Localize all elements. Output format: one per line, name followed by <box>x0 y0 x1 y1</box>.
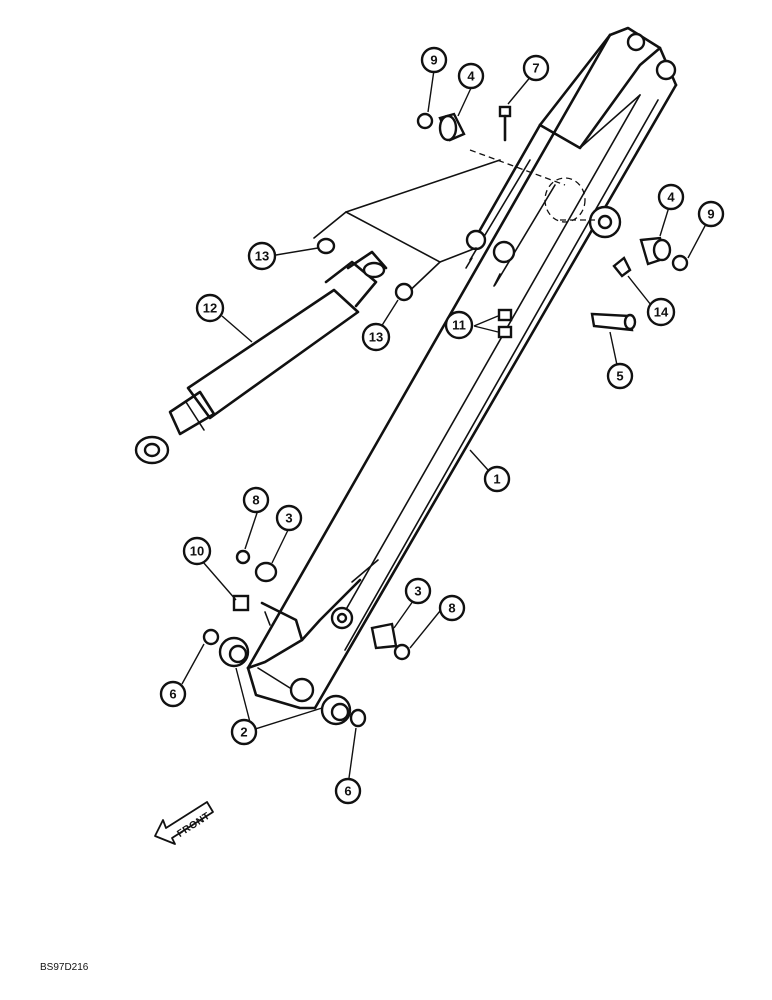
callout-12: 12 <box>195 293 225 323</box>
callout-8-left: 8 <box>242 486 270 514</box>
reference-code: BS97D216 <box>40 962 89 973</box>
front-label: FRONT <box>175 811 212 840</box>
callout-11: 11 <box>444 310 474 340</box>
dipper-arm <box>246 26 678 710</box>
svg-text:4: 4 <box>467 69 475 84</box>
svg-text:5: 5 <box>616 369 623 384</box>
front-direction-arrow: FRONT <box>154 801 214 845</box>
svg-text:14: 14 <box>654 305 669 320</box>
callout-6-left: 6 <box>159 680 187 708</box>
callout-6-bottom: 6 <box>334 777 362 805</box>
svg-text:1: 1 <box>493 472 500 487</box>
svg-text:8: 8 <box>252 493 259 508</box>
callout-13-bottom: 13 <box>361 322 391 352</box>
callout-5: 5 <box>606 362 634 390</box>
svg-text:8: 8 <box>448 601 455 616</box>
svg-text:3: 3 <box>285 511 292 526</box>
svg-text:9: 9 <box>430 53 437 68</box>
callout-7: 7 <box>522 54 550 82</box>
svg-text:10: 10 <box>190 544 204 559</box>
callout-3-right: 3 <box>404 577 432 605</box>
svg-text:13: 13 <box>255 249 269 264</box>
svg-text:6: 6 <box>344 784 351 799</box>
callout-10: 10 <box>182 536 212 566</box>
callout-9-right: 9 <box>697 200 725 228</box>
washer-13-right <box>394 282 414 302</box>
svg-text:13: 13 <box>369 330 383 345</box>
callout-1: 1 <box>483 465 511 493</box>
svg-text:12: 12 <box>203 301 217 316</box>
washer-13-left <box>316 237 336 255</box>
loose-parts <box>202 105 689 728</box>
svg-text:7: 7 <box>532 61 539 76</box>
svg-text:3: 3 <box>414 584 421 599</box>
callout-2: 2 <box>230 718 258 746</box>
callout-9-top: 9 <box>420 46 448 74</box>
svg-text:4: 4 <box>667 190 675 205</box>
callout-4-right: 4 <box>657 183 685 211</box>
callout-3-left: 3 <box>275 504 303 532</box>
callout-4-top: 4 <box>457 62 485 90</box>
leader-lines <box>181 69 707 779</box>
hydraulic-cylinder <box>134 159 501 465</box>
callout-13-top: 13 <box>247 241 277 271</box>
svg-text:9: 9 <box>707 207 714 222</box>
callout-14: 14 <box>646 297 676 327</box>
svg-text:2: 2 <box>240 725 247 740</box>
callout-8-right: 8 <box>438 594 466 622</box>
svg-text:6: 6 <box>169 687 176 702</box>
svg-text:11: 11 <box>452 318 466 333</box>
